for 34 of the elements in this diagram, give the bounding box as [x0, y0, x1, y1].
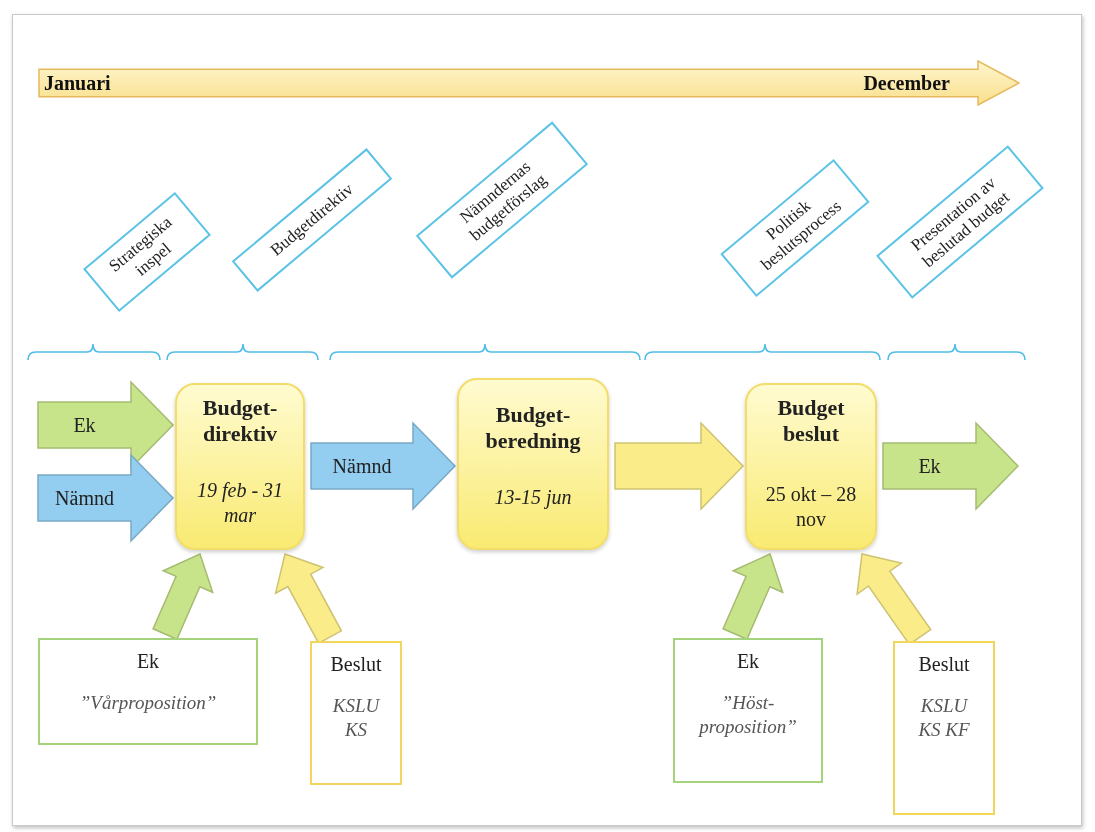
- note-text: ”Vårproposition”: [79, 691, 217, 715]
- note-text: KSLU KS KF: [917, 694, 971, 742]
- process-date: 25 okt – 28 nov: [765, 481, 857, 532]
- note-heading: Beslut: [330, 653, 382, 676]
- process-date: 13-15 jun: [494, 484, 572, 510]
- process-date: 19 feb - 31 mar: [195, 477, 285, 528]
- timeline-label: December: [863, 71, 950, 95]
- input-note-box: [673, 638, 823, 783]
- process-title: Budget- beredning: [484, 402, 582, 455]
- note-text: KSLU KS: [331, 694, 381, 742]
- process-box: [457, 378, 609, 550]
- process-title: Budget beslut: [776, 395, 846, 448]
- edge-label: Nämnd: [332, 454, 392, 478]
- block-arrow: [882, 421, 1020, 511]
- timeline-arrow: [38, 60, 1020, 106]
- input-note-box: [38, 638, 258, 745]
- note-heading: Ek: [736, 650, 760, 673]
- block-arrow: [722, 552, 784, 641]
- input-note-box: [893, 641, 995, 815]
- note-heading: Beslut: [918, 653, 970, 676]
- edge-label: Ek: [918, 454, 941, 478]
- block-arrow: [152, 552, 214, 641]
- process-box: [175, 383, 305, 550]
- block-arrow: [310, 421, 457, 511]
- block-arrow: [37, 453, 175, 543]
- timeline-label: Januari: [44, 71, 111, 95]
- edge-label: Nämnd: [55, 486, 114, 510]
- edge-label: Ek: [73, 413, 96, 437]
- input-note-box: [310, 641, 402, 785]
- note-text: ”Höst- proposition”: [697, 691, 798, 739]
- process-box: [745, 383, 877, 550]
- block-arrow: [614, 421, 745, 511]
- process-title: Budget- direktiv: [201, 395, 279, 448]
- note-heading: Ek: [136, 650, 160, 673]
